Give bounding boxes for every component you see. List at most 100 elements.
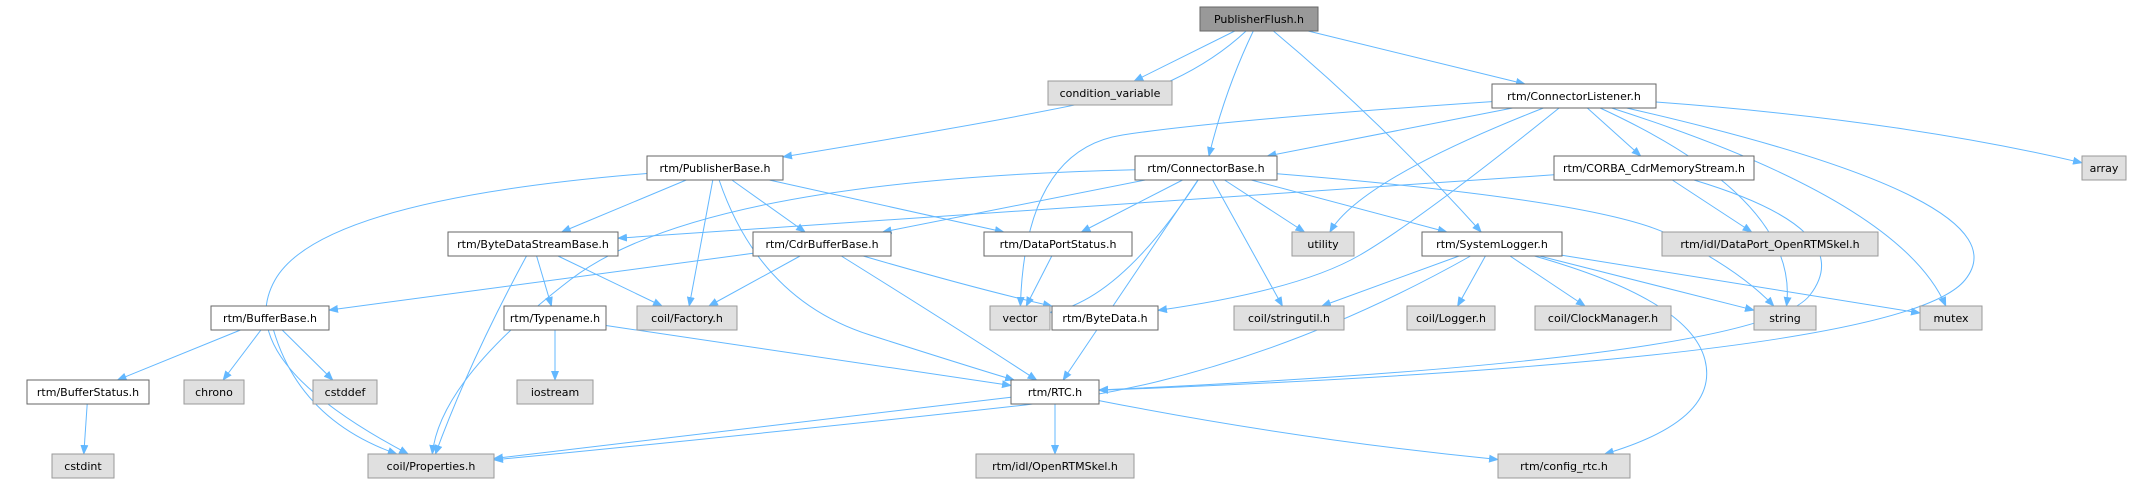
- edge-connectorbase-to-cdrbufferbase: [881, 179, 1146, 235]
- node-label-bufferbase: rtm/BufferBase.h: [223, 312, 317, 325]
- edge-connectorbase-to-systemlogger: [1251, 179, 1448, 234]
- node-openrtmskel: rtm/idl/OpenRTMSkel.h: [975, 453, 1135, 479]
- node-box-coil_logger: [1406, 305, 1496, 331]
- edge-corba_cdrmemorystream-to-dataport_openrtmskel: [1672, 179, 1753, 233]
- node-coil_logger: coil/Logger.h: [1406, 305, 1496, 331]
- node-dataportstatus[interactable]: rtm/DataPortStatus.h: [983, 231, 1133, 257]
- node-chrono: chrono: [183, 379, 245, 405]
- edge-connectorlistener-to-array: [1655, 101, 2083, 165]
- node-typename[interactable]: rtm/Typename.h: [503, 305, 607, 331]
- node-box-publisherflush: [1199, 6, 1319, 32]
- node-box-coil_clockmanager: [1534, 305, 1672, 331]
- edge-publisherflush-to-systemlogger: [1273, 30, 1482, 233]
- node-systemlogger[interactable]: rtm/SystemLogger.h: [1421, 231, 1563, 257]
- node-label-mutex: mutex: [1933, 312, 1969, 325]
- node-box-string: [1753, 305, 1817, 331]
- node-box-cstdint: [51, 453, 115, 479]
- edge-connectorlistener-to-corba_cdrmemorystream: [1586, 107, 1642, 157]
- edge-systemlogger-to-coil_logger: [1457, 255, 1486, 307]
- node-bytedata[interactable]: rtm/ByteData.h: [1051, 305, 1159, 331]
- edge-systemlogger-to-config_rtc: [1534, 255, 1708, 456]
- node-box-utility: [1291, 231, 1355, 257]
- edge-publisherbase-to-coil_properties: [265, 173, 648, 455]
- node-label-coil_properties: coil/Properties.h: [387, 460, 476, 473]
- node-bytedatastreambase[interactable]: rtm/ByteDataStreamBase.h: [447, 231, 619, 257]
- node-utility: utility: [1291, 231, 1355, 257]
- edge-connectorlistener-to-connectorbase: [1266, 107, 1513, 159]
- node-cstdint: cstdint: [51, 453, 115, 479]
- node-label-iostream: iostream: [531, 386, 579, 399]
- node-box-mutex: [1919, 305, 1983, 331]
- node-box-coil_stringutil: [1233, 305, 1345, 331]
- node-cdrbufferbase[interactable]: rtm/CdrBufferBase.h: [752, 231, 892, 257]
- node-box-coil_properties: [367, 453, 495, 479]
- edge-systemlogger-to-string: [1539, 255, 1755, 312]
- edge-systemlogger-to-coil_clockmanager: [1509, 255, 1586, 307]
- node-label-systemlogger: rtm/SystemLogger.h: [1436, 238, 1548, 251]
- node-box-publisherbase: [646, 155, 784, 181]
- node-box-bytedata: [1051, 305, 1159, 331]
- edge-layer: [80, 30, 2083, 464]
- node-box-bufferbase: [210, 305, 330, 331]
- node-box-dataport_openrtmskel: [1661, 231, 1879, 257]
- edge-publisherflush-to-connectorlistener: [1307, 30, 1526, 86]
- node-publisherbase[interactable]: rtm/PublisherBase.h: [646, 155, 784, 181]
- node-box-bytedatastreambase: [447, 231, 619, 257]
- node-connectorbase[interactable]: rtm/ConnectorBase.h: [1134, 155, 1278, 181]
- node-box-connectorbase: [1134, 155, 1278, 181]
- edge-bufferbase-to-chrono: [222, 329, 262, 381]
- edge-publisherbase-to-coil_factory: [686, 179, 714, 307]
- edge-connectorbase-to-coil_stringutil: [1212, 179, 1283, 307]
- node-bufferstatus[interactable]: rtm/BufferStatus.h: [26, 379, 150, 405]
- edge-publisherbase-to-cdrbufferbase: [731, 179, 806, 233]
- edge-connectorlistener-to-utility: [1329, 107, 1544, 233]
- node-box-cdrbufferbase: [752, 231, 892, 257]
- node-coil_properties: coil/Properties.h: [367, 453, 495, 479]
- node-bufferbase[interactable]: rtm/BufferBase.h: [210, 305, 330, 331]
- edge-cdrbufferbase-to-rtc: [841, 255, 1038, 381]
- node-box-vector: [989, 305, 1051, 331]
- node-label-rtc: rtm/RTC.h: [1028, 386, 1082, 399]
- node-label-typename: rtm/Typename.h: [510, 312, 600, 325]
- node-coil_factory: coil/Factory.h: [636, 305, 738, 331]
- edge-cdrbufferbase-to-coil_factory: [708, 255, 801, 307]
- node-label-dataportstatus: rtm/DataPortStatus.h: [1000, 238, 1117, 251]
- edge-publisherbase-to-dataportstatus: [769, 179, 1005, 234]
- node-vector: vector: [989, 305, 1051, 331]
- node-box-condition_variable: [1047, 80, 1173, 106]
- node-label-publisherflush: PublisherFlush.h: [1214, 13, 1304, 26]
- node-label-dataport_openrtmskel: rtm/idl/DataPort_OpenRTMSkel.h: [1680, 238, 1859, 251]
- node-label-chrono: chrono: [195, 386, 233, 399]
- node-publisherflush[interactable]: PublisherFlush.h: [1199, 6, 1319, 32]
- edge-publisherflush-to-publisherbase: [782, 30, 1247, 160]
- edge-bufferbase-to-bufferstatus: [116, 329, 241, 381]
- node-label-coil_logger: coil/Logger.h: [1416, 312, 1486, 325]
- edge-corba_cdrmemorystream-to-bytedatastreambase: [617, 174, 1555, 242]
- node-corba_cdrmemorystream[interactable]: rtm/CORBA_CdrMemoryStream.h: [1553, 155, 1755, 181]
- edge-systemlogger-to-coil_stringutil: [1320, 255, 1460, 307]
- node-label-cstddef: cstddef: [325, 386, 367, 399]
- node-label-coil_factory: coil/Factory.h: [651, 312, 723, 325]
- node-coil_clockmanager: coil/ClockManager.h: [1534, 305, 1672, 331]
- edge-corba_cdrmemorystream-to-rtc: [1098, 179, 1822, 394]
- node-connectorlistener[interactable]: rtm/ConnectorListener.h: [1491, 83, 1657, 109]
- edge-connectorbase-to-utility: [1224, 179, 1306, 233]
- node-mutex: mutex: [1919, 305, 1983, 331]
- node-rtc[interactable]: rtm/RTC.h: [1010, 379, 1100, 405]
- edge-connectorbase-to-rtc: [1062, 179, 1199, 381]
- node-box-iostream: [516, 379, 594, 405]
- node-label-bufferstatus: rtm/BufferStatus.h: [37, 386, 139, 399]
- node-label-bytedata: rtm/ByteData.h: [1062, 312, 1147, 325]
- node-box-connectorlistener: [1491, 83, 1657, 109]
- node-box-config_rtc: [1497, 453, 1631, 479]
- edge-connectorlistener-to-string: [1599, 107, 1792, 307]
- edge-systemlogger-to-coil_properties: [493, 255, 1471, 464]
- edge-bufferbase-to-coil_properties: [273, 329, 398, 455]
- node-label-string: string: [1769, 312, 1801, 325]
- node-label-connectorbase: rtm/ConnectorBase.h: [1147, 162, 1264, 175]
- node-label-coil_clockmanager: coil/ClockManager.h: [1548, 312, 1658, 325]
- node-box-cstddef: [312, 379, 378, 405]
- node-label-openrtmskel: rtm/idl/OpenRTMSkel.h: [992, 460, 1118, 473]
- edge-cdrbufferbase-to-bytedata: [863, 255, 1053, 309]
